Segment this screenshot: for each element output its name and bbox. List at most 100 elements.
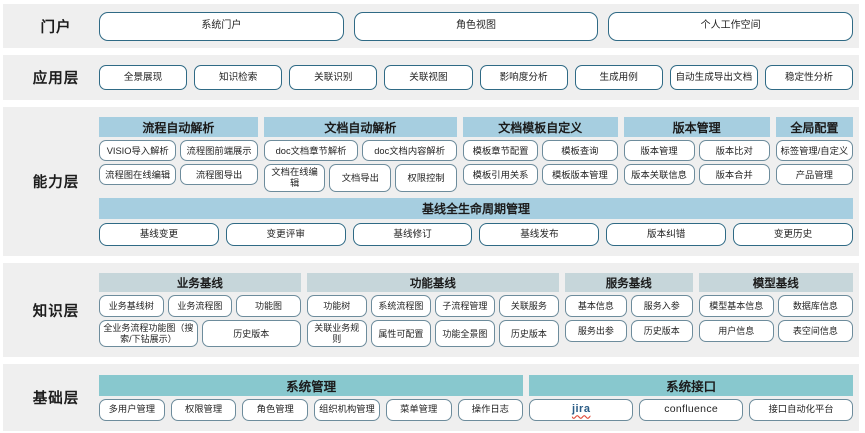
- lifecycle-button-2[interactable]: 基线修订: [352, 222, 473, 246]
- lifecycle-button-3[interactable]: 基线发布: [479, 222, 600, 246]
- lifecycle-button-5[interactable]: 变更历史: [733, 222, 853, 246]
- group-row: 版本关联信息版本合并: [623, 164, 770, 186]
- item-button[interactable]: 模板引用关系: [462, 164, 539, 186]
- nav-button-application-1[interactable]: 知识检索: [194, 64, 283, 90]
- item-button[interactable]: 功能图: [236, 295, 301, 318]
- nav-button-application-2[interactable]: 关联识别: [289, 64, 378, 90]
- jira-button[interactable]: jira: [529, 398, 634, 421]
- item-button[interactable]: 模板章节配置: [462, 140, 539, 162]
- nav-button-portal-0[interactable]: 系统门户: [99, 11, 344, 41]
- item-button[interactable]: 流程图前端展示: [180, 140, 258, 162]
- item-button[interactable]: 模板版本管理: [542, 164, 618, 186]
- item-button[interactable]: 历史版本: [201, 320, 301, 348]
- item-button[interactable]: 系统流程图: [370, 295, 431, 318]
- item-button[interactable]: 组织机构管理: [314, 398, 380, 421]
- item-button[interactable]: 业务基线树: [99, 295, 164, 318]
- group-capability-4: 全局配置标签管理/自定义产品管理: [775, 117, 853, 191]
- item-button[interactable]: 模型基本信息: [698, 295, 774, 318]
- layer-body-knowledge: 业务基线业务基线树业务流程图功能图全业务流程功能图（搜索/下钻展示）历史版本功能…: [99, 268, 859, 352]
- lifecycle-button-4[interactable]: 版本纠错: [606, 222, 727, 246]
- item-button[interactable]: 全业务流程功能图（搜索/下钻展示）: [99, 320, 198, 348]
- item-button[interactable]: 基本信息: [564, 295, 627, 318]
- item-button[interactable]: 文档在线编辑: [263, 164, 326, 192]
- lifecycle-button-0[interactable]: 基线变更: [99, 222, 219, 246]
- group-title-capability-4: 全局配置: [775, 117, 853, 138]
- item-button[interactable]: 操作日志: [457, 398, 524, 421]
- item-button[interactable]: 服务入参: [630, 295, 693, 318]
- group-title-capability-3: 版本管理: [623, 117, 770, 138]
- item-button[interactable]: 多用户管理: [99, 398, 165, 421]
- item-button[interactable]: 关联服务: [498, 295, 559, 318]
- item-button[interactable]: 权限控制: [395, 164, 457, 192]
- item-button[interactable]: 版本关联信息: [623, 164, 695, 186]
- nav-button-application-4[interactable]: 影响度分析: [479, 64, 568, 90]
- layer-label-base: 基础层: [32, 391, 80, 407]
- group-row: 基本信息服务入参: [564, 295, 693, 318]
- item-button[interactable]: 关联业务规则: [306, 320, 367, 348]
- nav-button-application-5[interactable]: 生成用例: [574, 64, 663, 90]
- item-button[interactable]: 标签管理/自定义: [775, 140, 853, 162]
- item-button[interactable]: 角色管理: [242, 398, 309, 421]
- item-button[interactable]: 流程图在线编辑: [99, 164, 177, 186]
- group-knowledge-2: 服务基线基本信息服务入参服务出参历史版本: [564, 273, 693, 347]
- group-row: 文档在线编辑文档导出权限控制: [263, 164, 457, 192]
- item-button[interactable]: doc文档内容解析: [362, 140, 457, 162]
- item-button[interactable]: 权限管理: [170, 398, 237, 421]
- item-button[interactable]: 子流程管理: [434, 295, 495, 318]
- item-button[interactable]: 产品管理: [775, 164, 853, 186]
- item-button[interactable]: 服务出参: [564, 320, 627, 343]
- group-row: 全业务流程功能图（搜索/下钻展示）历史版本: [99, 320, 301, 348]
- item-button[interactable]: 历史版本: [498, 320, 559, 348]
- item-button[interactable]: 业务流程图: [167, 295, 233, 318]
- item-button[interactable]: VISIO导入解析: [99, 140, 177, 162]
- item-button[interactable]: 文档导出: [329, 164, 392, 192]
- lifecycle-button-1[interactable]: 变更评审: [225, 222, 346, 246]
- nav-button-application-0[interactable]: 全景展现: [99, 64, 188, 90]
- item-button[interactable]: doc文档章节解析: [263, 140, 359, 162]
- item-button[interactable]: 版本管理: [623, 140, 695, 162]
- item-button[interactable]: 模板查询: [542, 140, 618, 162]
- layer-row-portal: 门户系统门户角色视图个人工作空间: [3, 4, 859, 49]
- nav-button-application-3[interactable]: 关联视图: [384, 64, 473, 90]
- layer-body-application: 全景展现知识检索关联识别关联视图影响度分析生成用例自动生成导出文档稳定性分析: [99, 60, 859, 95]
- group-row: 标签管理/自定义: [775, 140, 853, 162]
- nav-button-application-6[interactable]: 自动生成导出文档: [669, 64, 758, 90]
- layer-body-portal: 系统门户角色视图个人工作空间: [99, 7, 859, 46]
- item-button[interactable]: 属性可配置: [370, 320, 431, 348]
- item-button[interactable]: 历史版本: [630, 320, 693, 343]
- item-button[interactable]: 数据库信息: [777, 295, 853, 318]
- item-button[interactable]: 用户信息: [698, 320, 774, 343]
- group-title-knowledge-3: 模型基线: [698, 273, 853, 293]
- confluence-logo: confluence: [664, 403, 719, 416]
- group-knowledge-1: 功能基线功能树系统流程图子流程管理关联服务关联业务规则属性可配置功能全景图历史版…: [306, 273, 559, 348]
- item-button[interactable]: 流程图导出: [180, 164, 258, 186]
- group-row: 多用户管理权限管理角色管理组织机构管理菜单管理操作日志: [99, 398, 524, 421]
- layer-row-application: 应用层全景展现知识检索关联识别关联视图影响度分析生成用例自动生成导出文档稳定性分…: [3, 55, 859, 100]
- item-button[interactable]: 功能树: [306, 295, 367, 318]
- group-row: 流程图在线编辑流程图导出: [99, 164, 258, 186]
- item-button[interactable]: 接口自动化平台: [749, 398, 853, 421]
- group-row: 业务基线树业务流程图功能图: [99, 295, 301, 318]
- item-button[interactable]: 版本合并: [698, 164, 770, 186]
- lifecycle-section: 基线全生命周期管理基线变更变更评审基线修订基线发布版本纠错变更历史: [99, 197, 853, 246]
- group-title-capability-0: 流程自动解析: [99, 117, 258, 138]
- nav-button-portal-2[interactable]: 个人工作空间: [608, 11, 854, 41]
- nav-button-application-7[interactable]: 稳定性分析: [764, 64, 853, 90]
- group-title-knowledge-1: 功能基线: [306, 273, 559, 293]
- group-title-knowledge-2: 服务基线: [564, 273, 693, 293]
- item-button[interactable]: 表空间信息: [777, 320, 853, 343]
- nav-button-portal-1[interactable]: 角色视图: [353, 11, 599, 41]
- confluence-button[interactable]: confluence: [639, 398, 744, 421]
- item-button[interactable]: 菜单管理: [385, 398, 452, 421]
- group-title-capability-1: 文档自动解析: [263, 117, 457, 138]
- item-button[interactable]: 功能全景图: [434, 320, 495, 348]
- item-button[interactable]: 版本比对: [698, 140, 770, 162]
